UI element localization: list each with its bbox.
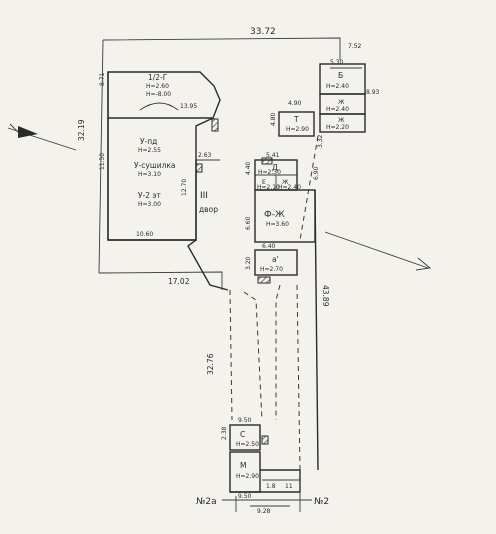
middle-room-height: Н=3.10 (138, 171, 161, 178)
block-d3-height: Н=2.40 (278, 184, 301, 191)
shed-t (278, 111, 315, 137)
dim-top-width: 33.72 (250, 27, 276, 37)
block-c-height: Н=2.50 (236, 441, 259, 448)
marker-left: №2а (196, 497, 217, 507)
lower-room-height: Н=3.00 (138, 201, 161, 208)
block-b2-height: Н=2.40 (326, 106, 349, 113)
terrace-label: 1/2-Г (148, 73, 168, 82)
dim-11: 11 (285, 483, 293, 490)
block-a-height: Н=2.70 (260, 266, 283, 273)
dim-238: 2.38 (221, 426, 228, 440)
block-m-label: М (240, 461, 246, 470)
block-b2-label: Ж (338, 99, 345, 106)
south-east-arrow (324, 231, 432, 271)
dim-950b: 9.50 (238, 493, 252, 500)
block-d-height: Н=2.30 (258, 169, 281, 176)
property-boundary (98, 37, 341, 290)
block-b-height: Н=2.40 (326, 83, 349, 90)
block-b-label: Б (338, 71, 343, 80)
dim-690: 6.90 (313, 166, 320, 180)
dim-660: 6.60 (245, 216, 252, 230)
terrace-height: Н=2.60 (146, 83, 169, 90)
block-m-height: Н=2.90 (236, 473, 259, 480)
yard-mark: III (200, 191, 208, 201)
house-markers: №2а №2 (196, 480, 329, 512)
block-b-group (299, 63, 366, 241)
marker-right: №2 (314, 497, 329, 507)
dim-1060: 10.60 (136, 231, 153, 238)
dim-871: 8.71 (99, 72, 106, 86)
block-d2-height: Н=2.10 (257, 184, 280, 191)
main-house (107, 71, 221, 241)
dim-right-small2: 8.93 (366, 89, 380, 96)
dim-bottom-total: 9.28 (257, 508, 271, 515)
dimension-labels: 33.72 32.19 7.52 8.93 17.02 43.89 32.76 … (77, 27, 380, 515)
upper-hall-height: Н=2.55 (138, 147, 161, 154)
dim-263: 2.63 (198, 152, 212, 159)
main-yard-label: Ф-Ж (264, 210, 285, 220)
block-c-label: С (240, 430, 245, 439)
dim-640: 6.40 (262, 243, 276, 250)
dim-530: 5.30 (330, 59, 344, 66)
dim-1270: 12.70 (181, 179, 188, 196)
dim-1150: 11.50 (99, 153, 106, 170)
dim-gap-top: 13.95 (180, 103, 197, 110)
dim-440: 4.40 (245, 161, 252, 175)
main-yard-height: Н=3.60 (266, 221, 289, 228)
dim-right-small: 7.52 (348, 43, 362, 50)
dim-left-depth: 32.19 (77, 119, 86, 141)
terrace-sub: Н=-8.00 (146, 91, 171, 98)
room-labels: 1/2-Г Н=2.60 Н=-8.00 У-пд Н=2.55 У-сушил… (134, 71, 349, 480)
block-b3-label: Ж (338, 117, 345, 124)
yard-label: двор (199, 205, 218, 214)
lower-room-label: У-2 эт (138, 191, 162, 200)
dim-332: 3.32 (317, 134, 324, 148)
dim-480: 4.80 (270, 112, 277, 126)
middle-room-label: У-сушилка (134, 161, 176, 170)
dim-950: 9.50 (238, 417, 252, 424)
shed-t-height: Н=2.90 (286, 126, 309, 133)
block-d3-label: Ж (282, 179, 289, 186)
dim-strip-left: 32.76 (206, 353, 215, 375)
block-a-label: а' (272, 255, 279, 264)
west-arrow (7, 123, 77, 151)
dim-490: 4.90 (288, 100, 302, 107)
central-strip (229, 157, 319, 471)
block-d2-label: Е (262, 179, 266, 186)
dim-320: 3.20 (245, 256, 252, 270)
shed-t-label: Т (293, 115, 299, 124)
stair-hatch (211, 118, 219, 132)
upper-hall-label: У-пд (140, 137, 157, 146)
block-d-label: Д (272, 163, 278, 172)
dim-1-8: 1.8 (266, 483, 276, 490)
yard-enclosure (187, 159, 229, 291)
dim-541: 5.41 (266, 152, 280, 159)
dim-bottom-left: 17.02 (168, 277, 190, 286)
block-b3-height: Н=2.20 (326, 124, 349, 131)
dim-long-right: 43.89 (321, 285, 330, 307)
